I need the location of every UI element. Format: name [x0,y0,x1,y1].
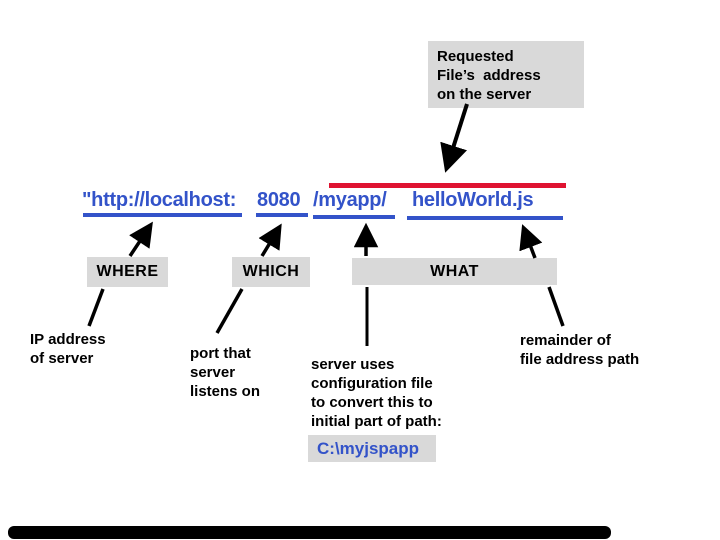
url-scheme-host: "http://localhost: [82,189,237,211]
annotation-ip-address: IP address of server [30,331,106,367]
config-path-value: C:\myjspapp [317,438,420,458]
annotation-config: server uses configuration file to conver… [311,356,442,430]
underline-port [256,213,308,217]
line-what-to-remainder [547,286,565,327]
annotation-port: port that server listens on [190,345,261,400]
line-where-to-ip [87,288,105,327]
label-where: WHERE [87,257,168,287]
underline-scheme-host [83,213,242,217]
label-which: WHICH [232,257,310,287]
underline-app-path [313,215,395,219]
line-which-to-port-note [215,288,244,334]
arrow-where-to-host [128,221,153,257]
url-file-name: helloWorld.js [412,189,534,211]
url-app-path: /myapp/ [313,189,387,211]
label-what: WHAT [352,258,557,285]
footer-bar [8,526,611,539]
red-accent-bar [329,183,566,188]
requested-file-note: Requested File’s address on the server [428,41,584,108]
annotation-remainder: remainder of file address path [520,332,640,368]
arrow-note-to-url [440,103,469,173]
arrow-which-to-port [258,223,282,257]
arrow-what-to-filename [519,224,543,259]
url-port: 8080 [257,189,301,211]
config-path-box: C:\myjspapp [308,435,436,462]
underline-file-name [407,216,563,220]
